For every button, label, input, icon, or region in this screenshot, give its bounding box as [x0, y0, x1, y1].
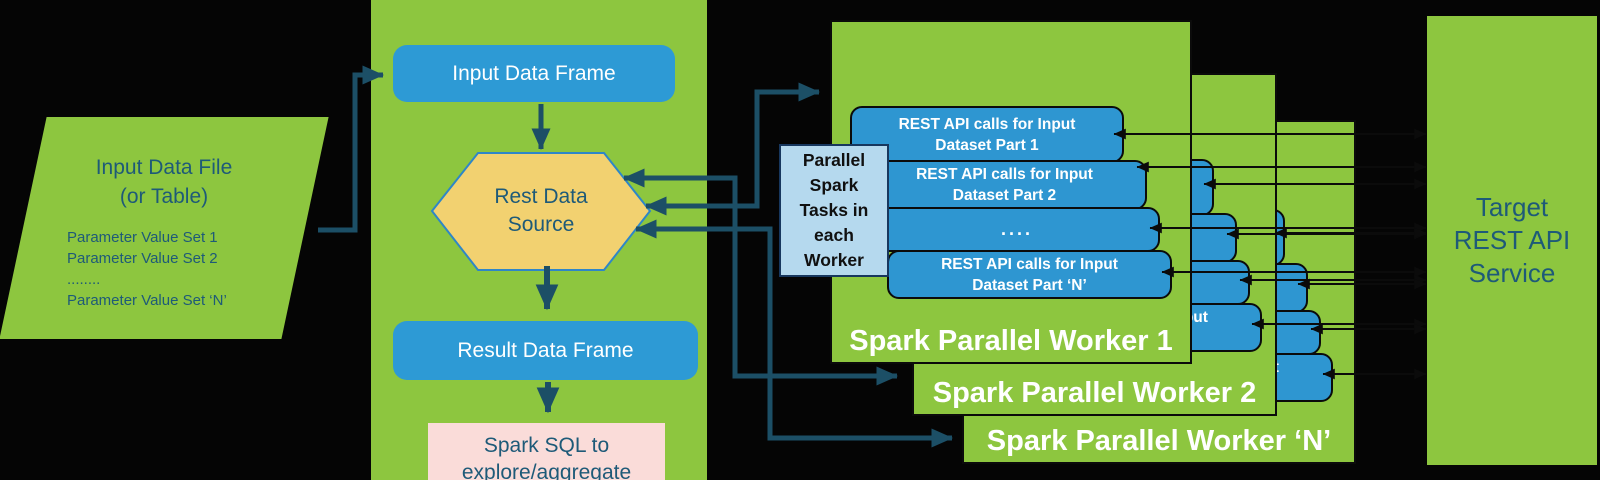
worker-2-label: Spark Parallel Worker 2 — [932, 377, 1257, 409]
target-line3: Service — [1468, 258, 1556, 288]
tasks-line: each — [814, 225, 854, 245]
input-data-frame-label: Input Data Frame — [452, 61, 616, 85]
tasks-line: Tasks in — [799, 200, 869, 220]
input-file-title-line1: Input Data File — [95, 156, 233, 179]
spark-sql-box: Spark SQL to explore/aggregate — [428, 423, 665, 480]
worker-1-label: Spark Parallel Worker 1 — [849, 325, 1173, 357]
call-line: REST API calls for Input — [916, 166, 1093, 183]
result-data-frame-box: Result Data Frame — [393, 321, 698, 380]
call-line: REST API calls for Input — [898, 115, 1076, 133]
tasks-line: Worker — [804, 250, 864, 270]
rest-data-source-line1: Rest Data — [494, 185, 588, 208]
param-set-2: Parameter Value Set 2 — [67, 250, 218, 267]
input-data-file-shape: Input Data File (or Table) Parameter Val… — [0, 117, 329, 339]
param-set-1: Parameter Value Set 1 — [67, 229, 218, 246]
result-data-frame-label: Result Data Frame — [457, 338, 634, 362]
input-file-title: Input Data File (or Table) — [23, 153, 305, 211]
input-data-file-content: Input Data File (or Table) Parameter Val… — [23, 117, 305, 339]
worker-1-call-dots: .... — [874, 207, 1160, 252]
tasks-line: Parallel — [802, 150, 866, 170]
input-file-title-line2: (or Table) — [119, 185, 209, 208]
param-set-n: Parameter Value Set ‘N’ — [67, 292, 227, 309]
parallel-spark-tasks-box: Parallel Spark Tasks in each Worker — [779, 144, 889, 277]
tasks-line: Spark — [809, 175, 859, 195]
spark-sql-line2: explore/aggregate — [461, 461, 632, 480]
call-line: Dataset Part ‘N’ — [972, 276, 1087, 294]
param-ellipsis: ........ — [67, 271, 101, 288]
input-data-frame-box: Input Data Frame — [393, 45, 675, 102]
worker-1-call-part1: REST API calls for Input Dataset Part 1 — [850, 106, 1124, 163]
call-line: .... — [1000, 219, 1033, 239]
call-line: REST API calls for Input — [941, 255, 1118, 273]
rest-data-source-line2: Source — [507, 213, 575, 236]
target-line2: REST API — [1453, 225, 1571, 255]
spark-sql-line1: Spark SQL to — [483, 434, 610, 457]
target-line1: Target — [1475, 192, 1549, 222]
worker-1-call-partn: REST API calls for Input Dataset Part ‘N… — [887, 250, 1172, 299]
target-rest-api-box: Target REST API Service — [1427, 16, 1597, 465]
worker-1-call-part2: REST API calls for Input Dataset Part 2 — [862, 160, 1147, 210]
rest-data-source-label: Rest Data Source — [432, 183, 650, 239]
input-file-params: Parameter Value Set 1 Parameter Value Se… — [23, 227, 305, 311]
call-line: Dataset Part 2 — [952, 187, 1057, 204]
worker-n-label: Spark Parallel Worker ‘N’ — [986, 425, 1332, 457]
call-line: Dataset Part 1 — [935, 136, 1039, 154]
